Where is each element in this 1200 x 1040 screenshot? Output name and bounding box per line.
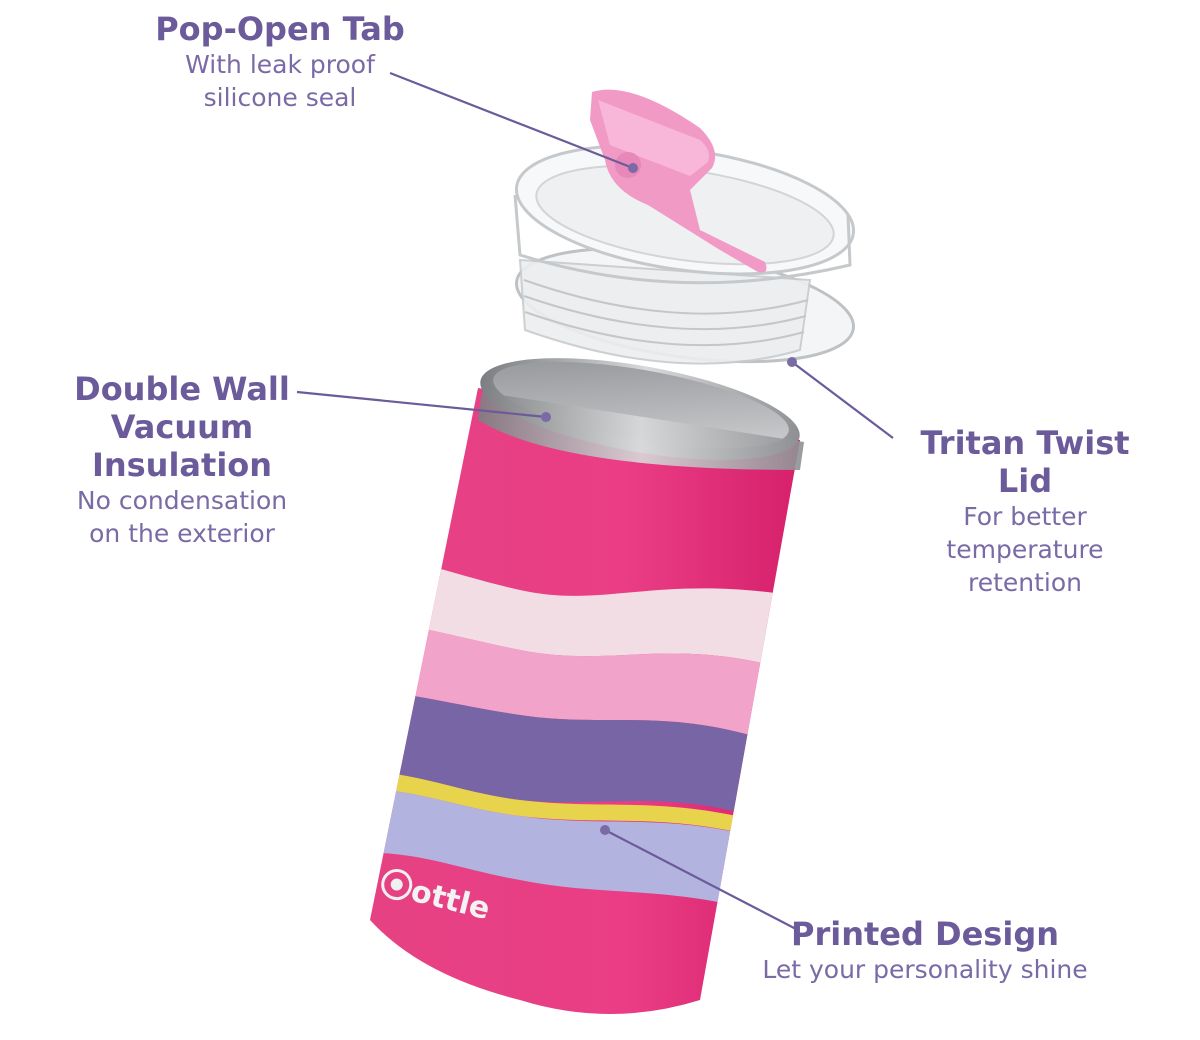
callout-text: Let your personality shine: [762, 955, 1088, 984]
wave-pink-stripe: [370, 621, 800, 760]
design-callout-line: [604, 829, 797, 930]
callout-text: temperature: [946, 535, 1104, 564]
bottle-opening: [493, 361, 789, 449]
callout-pop-open-tab: Pop-Open Tab With leak proof silicone se…: [150, 10, 410, 114]
callout-text: retention: [967, 568, 1083, 597]
wave-yellow-stripe: [370, 770, 800, 856]
callout-text: silicone seal: [203, 83, 357, 112]
callout-text: For better: [963, 502, 1087, 531]
callout-tritan-lid: Tritan Twist Lid For better temperature …: [895, 424, 1155, 599]
callout-lines: [296, 71, 894, 930]
callout-printed-design: Printed Design Let your personality shin…: [745, 915, 1105, 986]
callout-title: Double Wall: [74, 370, 290, 408]
wave-purple-stripe: [370, 691, 800, 840]
wall-callout-line: [296, 390, 547, 419]
callout-title: Vacuum Insulation: [91, 408, 273, 484]
bottle-body: [370, 358, 804, 1014]
callout-text: No condensation: [76, 486, 288, 515]
callout-text: With leak proof: [185, 50, 375, 79]
callout-text: on the exterior: [89, 519, 275, 548]
callout-double-wall: Double Wall Vacuum Insulation No condens…: [22, 370, 342, 550]
wave-lavender-stripe: [370, 788, 800, 930]
callout-title: Pop-Open Tab: [155, 10, 405, 48]
callout-title: Tritan Twist Lid: [920, 424, 1130, 500]
tab-callout-line: [389, 71, 634, 170]
lid-callout-line: [791, 361, 894, 439]
callout-title: Printed Design: [791, 915, 1059, 953]
